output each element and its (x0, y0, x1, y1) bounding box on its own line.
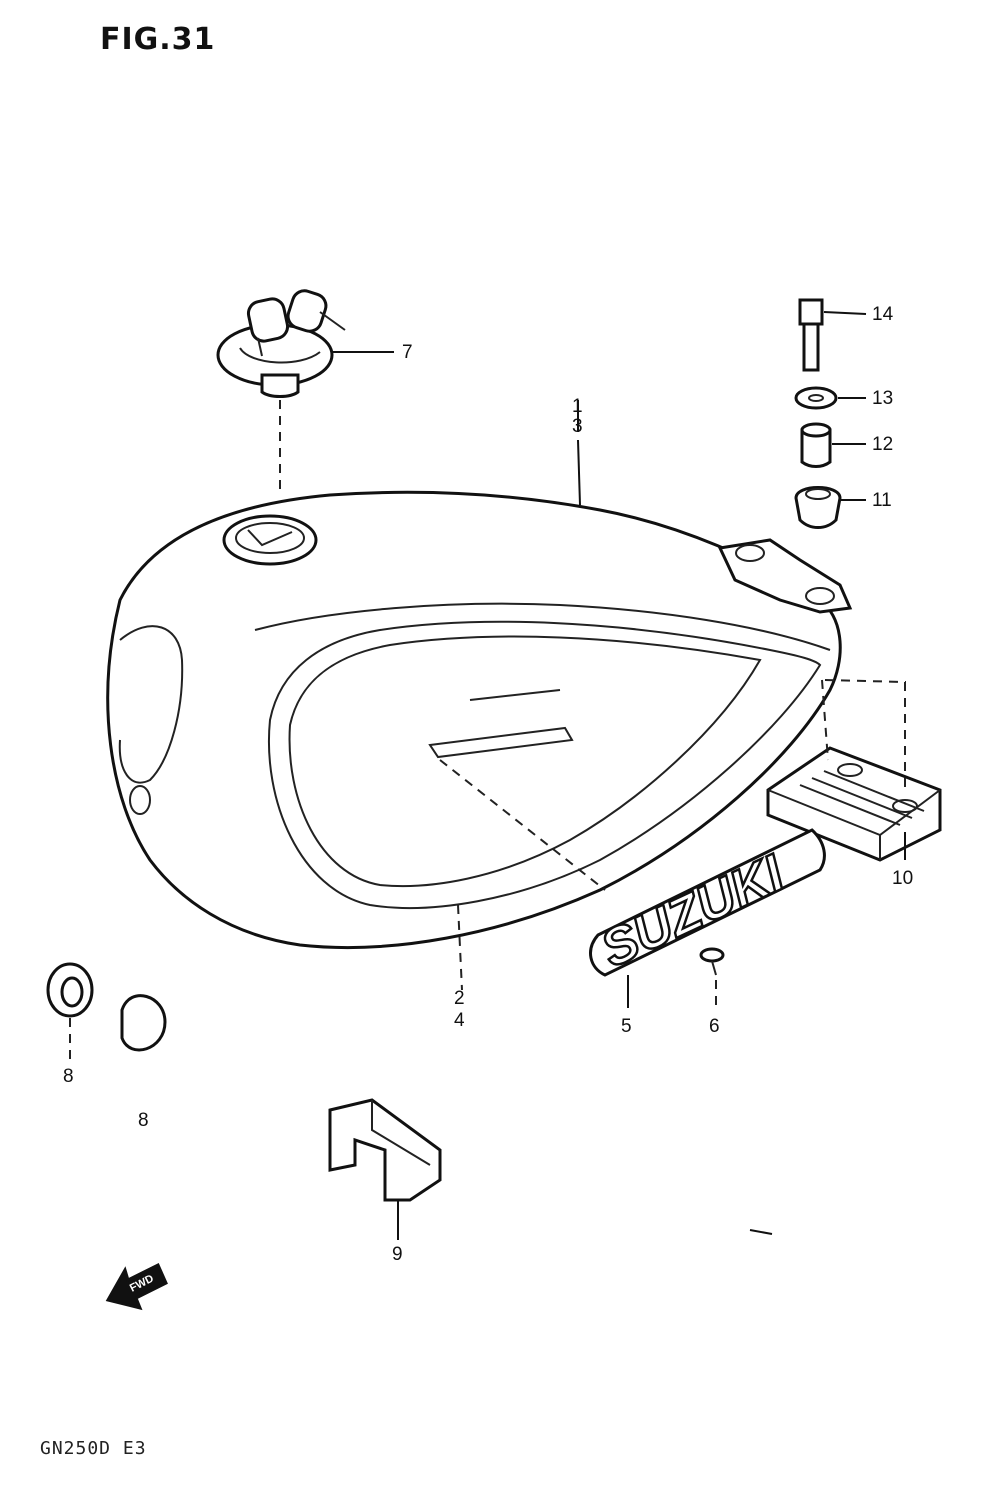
callout-9: 9 (392, 1244, 403, 1265)
callout-7: 7 (402, 342, 413, 363)
grommet[interactable] (120, 994, 167, 1052)
fuel-tank[interactable] (106, 490, 853, 950)
callout-labels: 1 3 2 4 5 6 7 8 8 9 10 11 12 13 14 (63, 304, 913, 1265)
callout-3: 3 (572, 416, 583, 437)
fuel-cap[interactable] (216, 288, 346, 398)
leader-lines (69, 311, 906, 1240)
screw[interactable] (699, 947, 725, 976)
grommet[interactable] (46, 962, 94, 1018)
figure-title: FIG.31 (100, 22, 216, 57)
callout-6: 6 (709, 1016, 720, 1037)
callout-1: 1 (572, 396, 583, 417)
callout-4: 4 (454, 1010, 465, 1031)
callout-13: 13 (872, 388, 893, 409)
callout-14: 14 (872, 304, 894, 325)
cushion[interactable] (794, 486, 842, 529)
key-icon (246, 289, 346, 357)
callout-11: 11 (872, 490, 892, 511)
bolt[interactable] (798, 298, 824, 372)
tank-clamp[interactable] (328, 1098, 442, 1202)
washer[interactable] (794, 386, 838, 410)
stray-mark (749, 1229, 773, 1235)
callout-5: 5 (621, 1016, 632, 1037)
spacer[interactable] (800, 422, 832, 468)
callout-2: 2 (454, 988, 465, 1009)
callout-8-grommet: 8 (63, 1066, 74, 1087)
callout-8-cover: 8 (138, 1110, 149, 1131)
forward-arrow-icon: FWD (105, 1262, 168, 1311)
callout-10: 10 (892, 868, 913, 889)
callout-12: 12 (872, 434, 893, 455)
model-code: GN250D E3 (40, 1438, 147, 1459)
